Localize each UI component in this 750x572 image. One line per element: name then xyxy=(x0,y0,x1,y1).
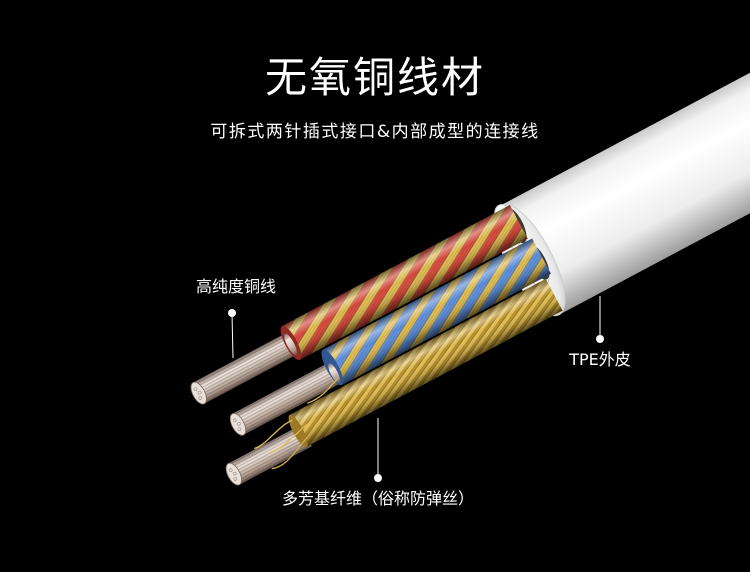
callout-jacket-label: TPE外皮 xyxy=(569,350,631,369)
copper-conductor-1 xyxy=(190,331,300,405)
copper-conductor-2 xyxy=(229,360,344,436)
aramid-fiber-bundle xyxy=(254,278,563,470)
loose-fiber-strand xyxy=(271,436,308,470)
aramid-fiber-end xyxy=(288,414,308,447)
loose-fiber-strand xyxy=(307,377,339,404)
leader-fiber xyxy=(374,418,382,482)
page-title: 无氧铜线材 xyxy=(264,53,485,102)
copper-conductor-3 xyxy=(225,425,312,486)
blue-insulated-wire xyxy=(307,238,551,404)
leader-fiber-dot xyxy=(374,474,382,482)
leader-copper xyxy=(228,309,236,359)
red-insulated-wire xyxy=(280,205,528,360)
tpe-jacket xyxy=(500,0,750,315)
page-subtitle: 可拆式两针插式接口&内部成型的连接线 xyxy=(210,122,540,142)
leader-jacket xyxy=(596,296,604,343)
callout-copper-label: 高纯度铜线 xyxy=(195,277,276,296)
callout-fiber-label: 多芳基纤维（俗称防弹丝） xyxy=(281,489,474,508)
loose-fiber-strand xyxy=(269,422,309,454)
loose-fiber-strand xyxy=(254,419,293,450)
leader-jacket-dot xyxy=(596,335,604,343)
cable-assembly xyxy=(190,0,750,486)
leader-copper-dot xyxy=(228,309,236,317)
